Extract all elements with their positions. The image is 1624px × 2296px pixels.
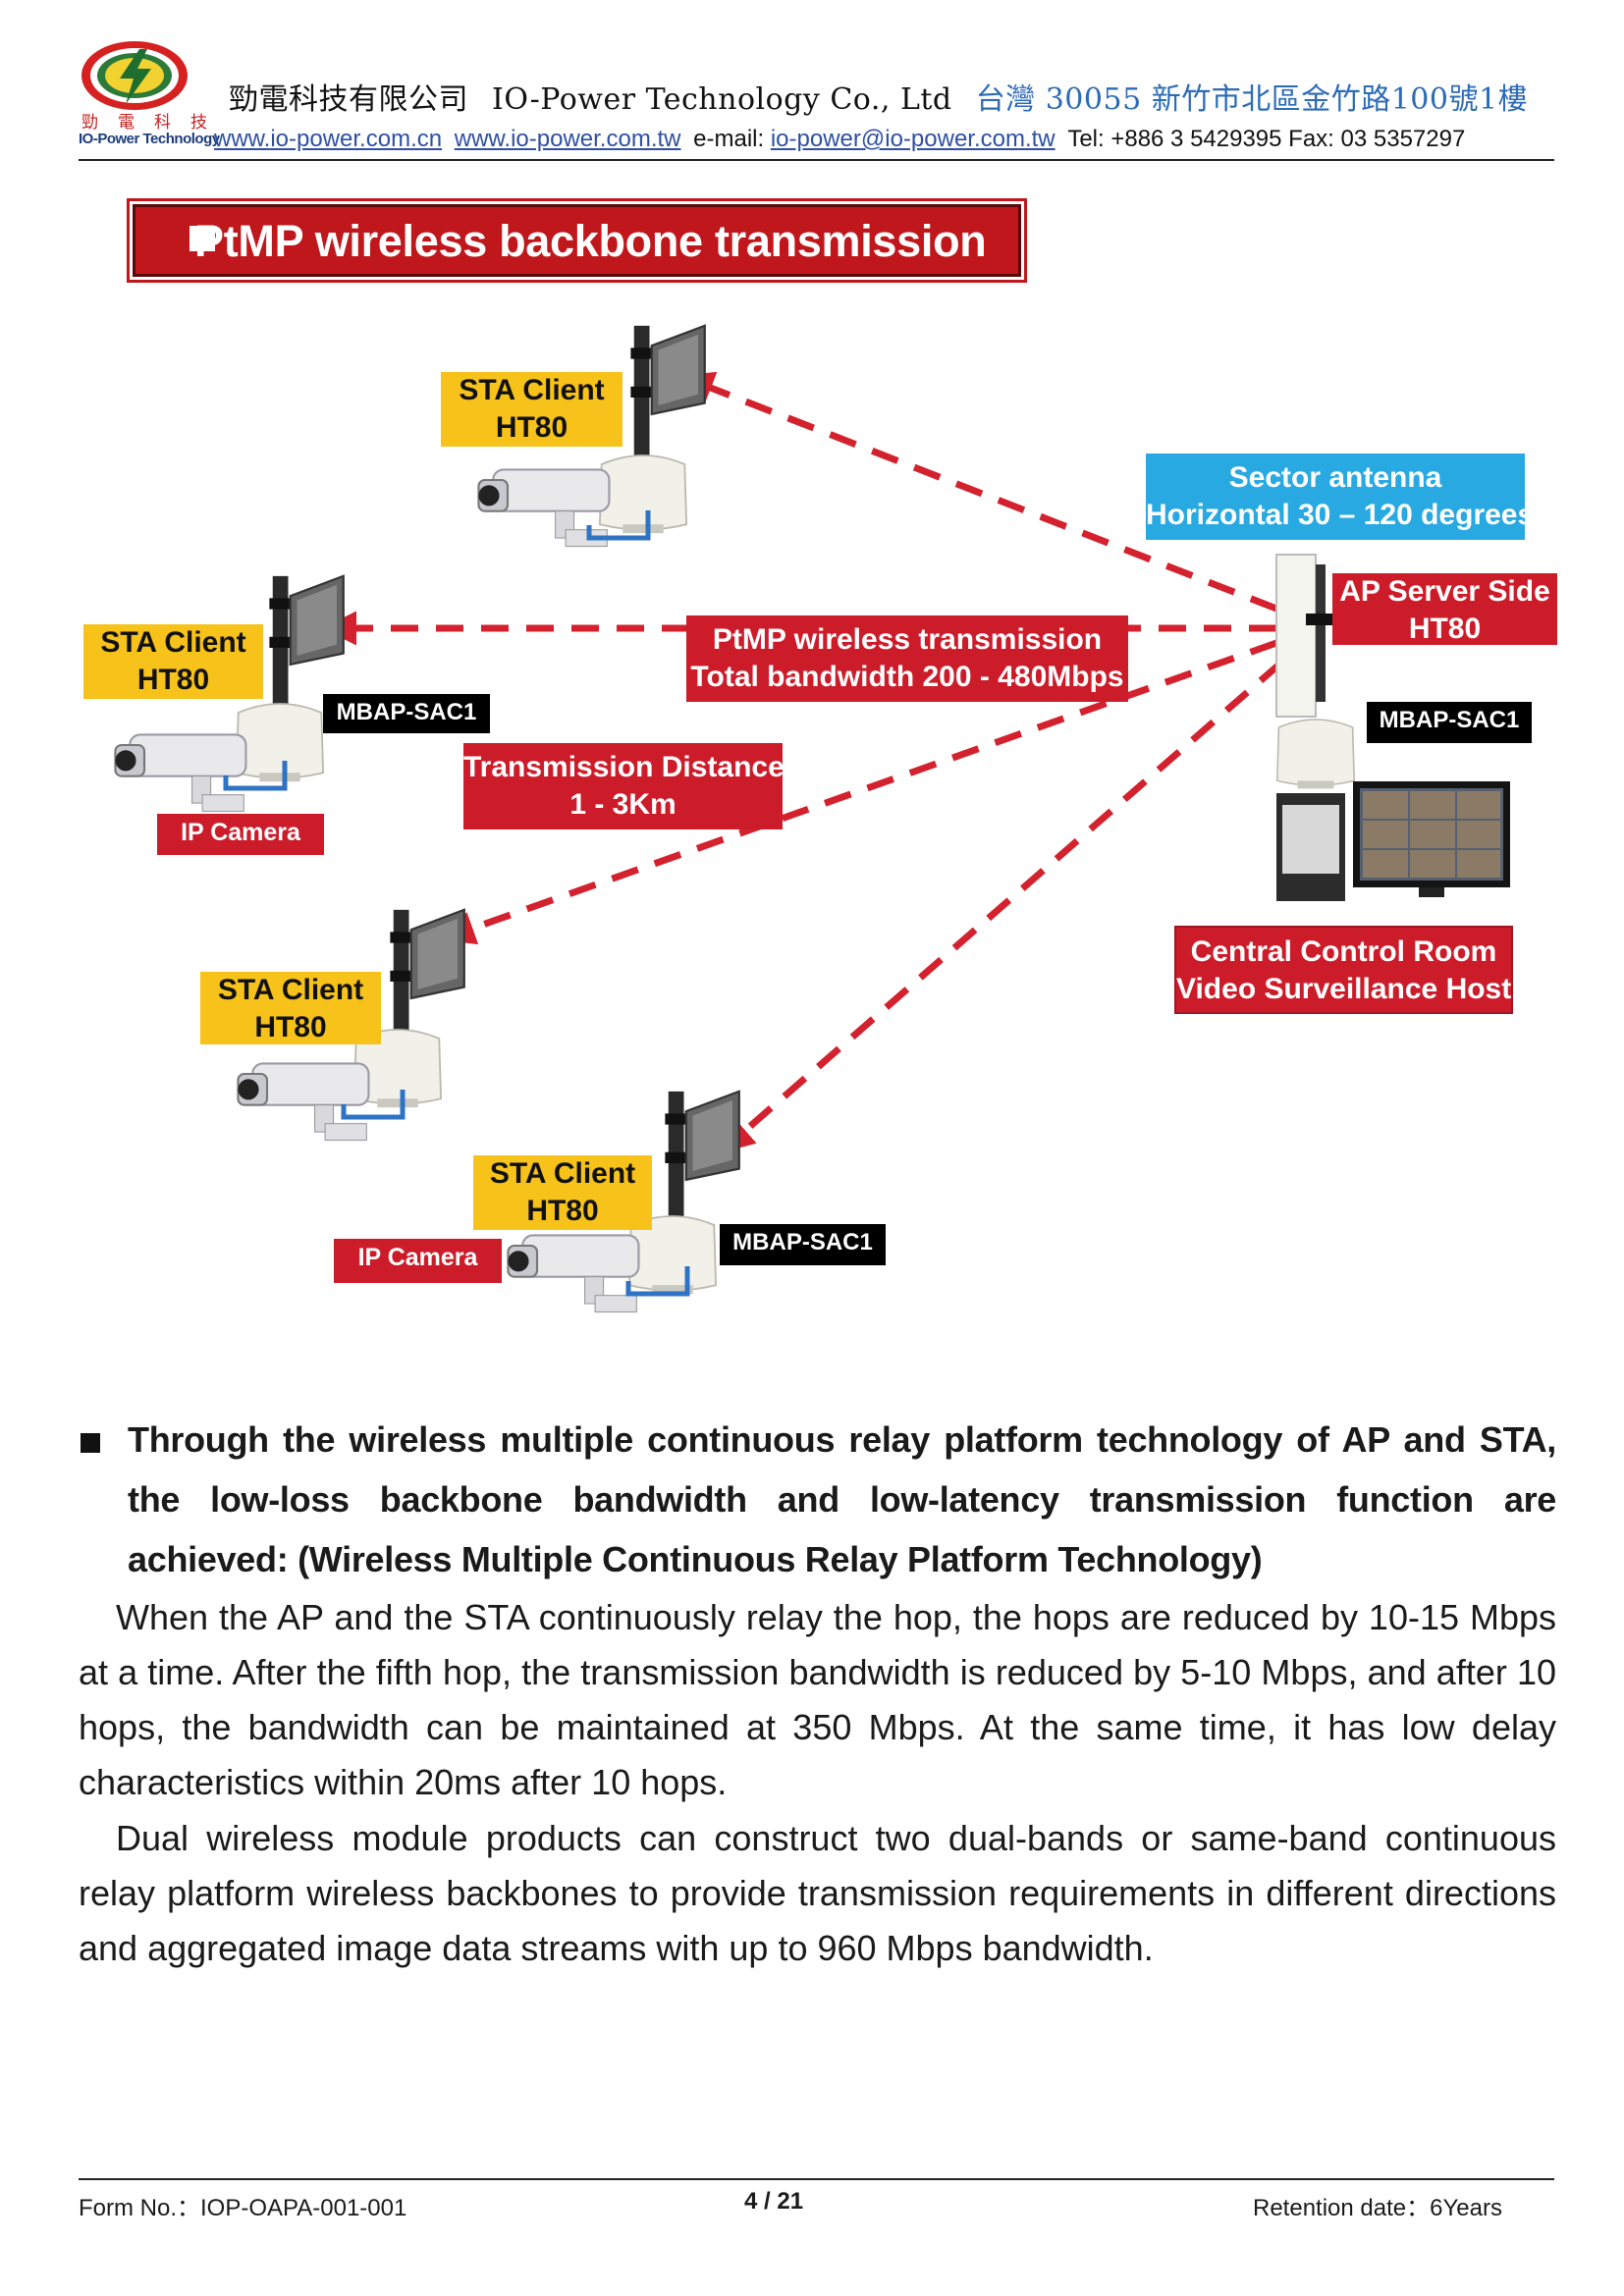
email-link[interactable]: io-power@io-power.com.tw — [770, 126, 1056, 152]
form-number: Form No.：IOP-OAPA-001-001 — [79, 2195, 407, 2221]
company-header-line: 勁電科技有限公司 IO-Power Technology Co., Ltd 台灣… — [229, 75, 1528, 118]
bullet-square-icon — [81, 1433, 100, 1453]
logo-chinese-name: 勁電科技 — [81, 113, 227, 133]
retention-date: Retention date：6Years — [1253, 2195, 1502, 2221]
mbap-label-bottom: MBAP-SAC1 — [720, 1224, 886, 1265]
bullet-heading: Through the wireless multiple continuous… — [128, 1419, 1556, 1579]
company-name-en: IO-Power Technology Co., Ltd — [492, 82, 952, 117]
mbap-label-ap: MBAP-SAC1 — [1367, 702, 1532, 743]
email-label: e-mail: — [693, 126, 765, 152]
paragraph-dual-module: Dual wireless module products can constr… — [79, 1818, 1556, 1968]
tel-fax: Tel: +886 3 5429395 Fax: 03 5357297 — [1067, 126, 1466, 152]
page-number: 4 / 21 — [744, 2188, 804, 2215]
website-cn-link[interactable]: www.io-power.com.cn — [214, 126, 443, 152]
mbap-label-left: MBAP-SAC1 — [323, 694, 490, 733]
ip-camera-label-left: IP Camera — [157, 814, 324, 855]
company-logo — [79, 39, 191, 113]
company-name-cn: 勁電科技有限公司 — [229, 82, 468, 117]
header-rule — [79, 159, 1554, 161]
section-title-box: PtMP wireless backbone transmission — [127, 198, 1027, 283]
network-diagram — [114, 324, 1510, 1313]
website-tw-link[interactable]: www.io-power.com.tw — [454, 126, 681, 152]
footer-rule — [79, 2178, 1554, 2180]
title-bullet-icon — [189, 226, 215, 251]
section-title: PtMP wireless backbone transmission — [194, 216, 987, 266]
paragraph-relay-hops: When the AP and the STA continuously rel… — [79, 1597, 1556, 1802]
ip-camera-label-bottom: IP Camera — [334, 1239, 502, 1283]
contact-line: www.io-power.com.cn www.io-power.com.tw … — [214, 126, 1465, 153]
logo-english-name: IO-Power Technology — [79, 131, 220, 147]
company-address: 台灣 30055 新竹市北區金竹路100號1樓 — [975, 82, 1529, 117]
